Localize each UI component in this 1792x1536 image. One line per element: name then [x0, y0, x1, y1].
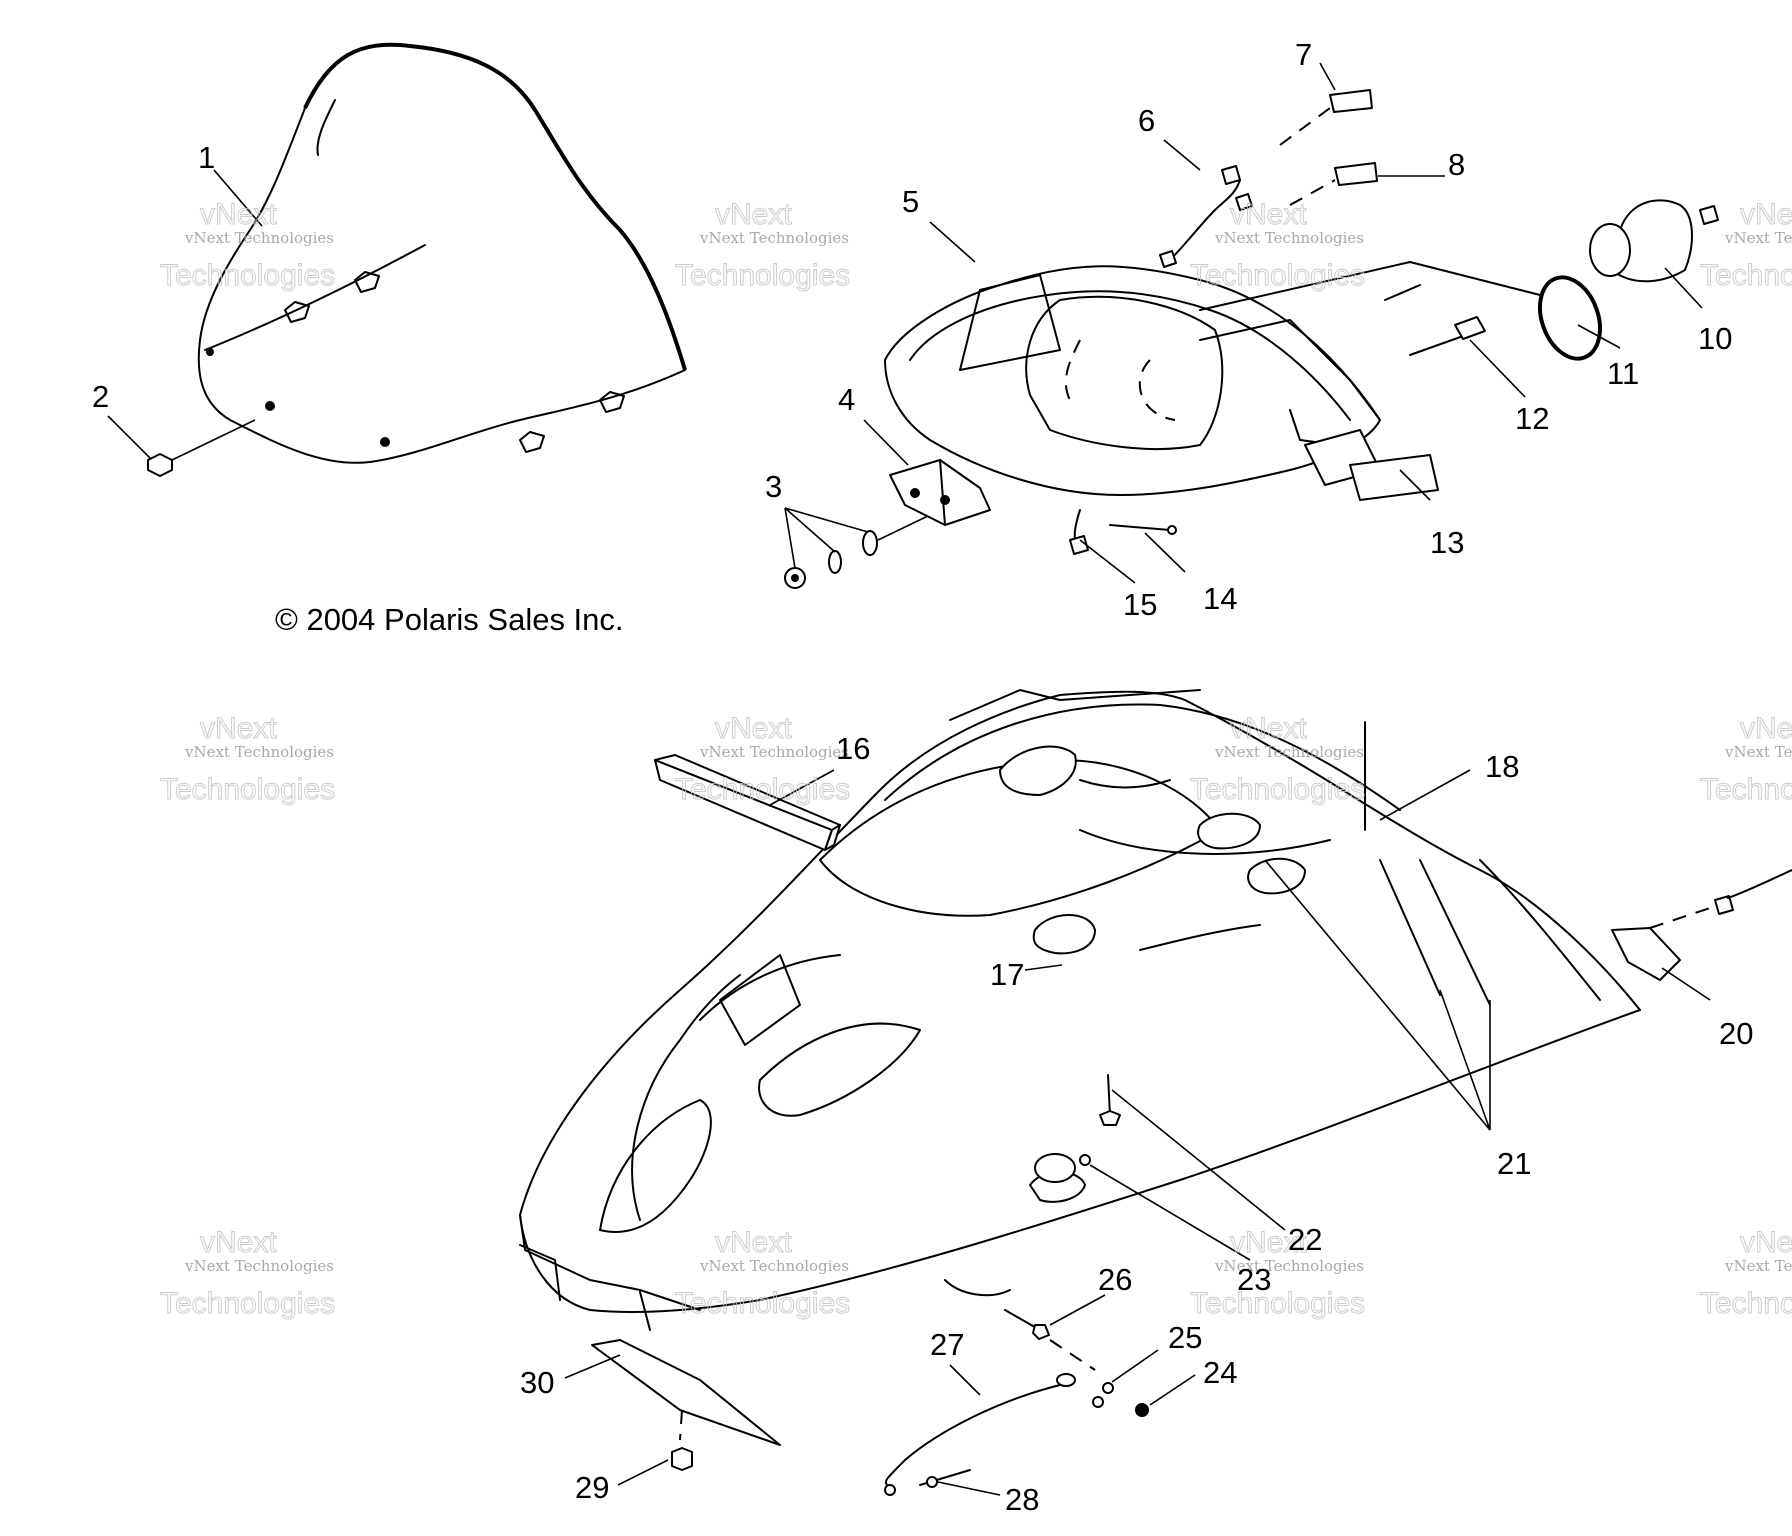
- callout-13: 13: [1430, 525, 1464, 560]
- hood-top-assembly: [884, 261, 1541, 555]
- watermark-text: vNext: [1230, 1226, 1307, 1259]
- callout-20: 20: [1719, 1016, 1753, 1051]
- leader-lines: [107, 62, 1711, 1496]
- callout-25: 25: [1168, 1320, 1202, 1355]
- watermark-text: vNext Technologies: [1724, 743, 1792, 761]
- cable-part-27: [884, 1373, 1076, 1496]
- watermark-text: vNext Technologies: [699, 229, 849, 247]
- watermark-text: vNext Technologies: [699, 743, 849, 761]
- clip-part-28: [919, 1469, 971, 1488]
- watermark-text: vNext Technologies: [184, 743, 334, 761]
- callout-17: 17: [990, 957, 1024, 992]
- callout-30: 30: [520, 1365, 554, 1400]
- watermarks: vNext Technologies vNext Technologies vN…: [160, 198, 1792, 1321]
- callout-28: 28: [1005, 1482, 1039, 1517]
- callout-labels: 1 2 3 4 5 6 7 8 10 11 12 13 14 15 16 17 …: [92, 37, 1753, 1517]
- callout-26: 26: [1098, 1262, 1132, 1297]
- watermark-text: Technologies: [1700, 259, 1792, 292]
- callout-8: 8: [1448, 147, 1465, 182]
- watermark-text: vNext Technologies: [699, 1257, 849, 1275]
- windshield: [197, 42, 687, 464]
- watermark-text: vNext: [1740, 1226, 1792, 1259]
- tie-part-14: [1109, 524, 1177, 535]
- watermark-text: Technologies: [1700, 1287, 1792, 1320]
- callout-21: 21: [1497, 1146, 1531, 1181]
- foam-part-13: [1349, 454, 1439, 501]
- callout-15: 15: [1123, 587, 1157, 622]
- callout-12: 12: [1515, 401, 1549, 436]
- callout-16: 16: [836, 731, 870, 766]
- lens-part-8: [1289, 162, 1378, 206]
- watermark-text: vNext: [200, 712, 277, 745]
- hardware-part-3: [784, 514, 931, 589]
- callout-2: 2: [92, 379, 109, 414]
- watermark-text: vNext Technologies: [184, 229, 334, 247]
- harness-part-6: [1159, 165, 1253, 268]
- callout-22: 22: [1288, 1222, 1322, 1257]
- screw-part-29: [671, 1409, 693, 1471]
- callout-5: 5: [902, 184, 919, 219]
- watermark-text: vNext Technologies: [1214, 743, 1364, 761]
- wire-part-12: [1409, 316, 1486, 356]
- watermark-text: vNext: [1230, 198, 1307, 231]
- bracket-part-20: [1611, 869, 1792, 981]
- foam-strip-part-16: [654, 754, 841, 851]
- watermark-text: Technologies: [160, 259, 335, 292]
- watermark-text: Technologies: [675, 259, 850, 292]
- callout-29: 29: [575, 1470, 609, 1505]
- gauge-part-10: [1589, 199, 1719, 283]
- bracket-part-4: [889, 459, 991, 526]
- watermark-text: Technologies: [675, 1287, 850, 1320]
- callout-27: 27: [930, 1327, 964, 1362]
- callout-4: 4: [838, 382, 855, 417]
- watermark-text: Technologies: [1190, 1287, 1365, 1320]
- watermark-text: vNext: [200, 1226, 277, 1259]
- watermark-text: vNext: [715, 198, 792, 231]
- plate-part-30: [591, 1339, 781, 1446]
- watermark-text: vNext: [1740, 198, 1792, 231]
- watermark-text: Technologies: [1190, 259, 1365, 292]
- callout-24: 24: [1203, 1355, 1237, 1390]
- screw-part-22: [1099, 1074, 1121, 1126]
- watermark-text: vNext: [715, 712, 792, 745]
- watermark-text: Technologies: [1700, 773, 1792, 806]
- clip-part-25: [1092, 1382, 1114, 1408]
- watermark-text: vNext Technologies: [1214, 229, 1364, 247]
- watermark-text: vNext: [1230, 712, 1307, 745]
- screw-part-2: [147, 419, 256, 477]
- callout-23: 23: [1237, 1262, 1271, 1297]
- grommet-part-23: [1034, 1153, 1091, 1183]
- callout-3: 3: [765, 469, 782, 504]
- watermark-text: vNext Technologies: [1724, 1257, 1792, 1275]
- callout-11: 11: [1607, 356, 1639, 391]
- watermark-text: Technologies: [675, 773, 850, 806]
- watermark-text: vNext: [200, 198, 277, 231]
- watermark-text: vNext Technologies: [184, 1257, 334, 1275]
- watermark-text: vNext Technologies: [1724, 229, 1792, 247]
- callout-14: 14: [1203, 581, 1237, 616]
- watermark-text: vNext: [1740, 712, 1792, 745]
- callout-18: 18: [1485, 749, 1519, 784]
- bolt-part-26: [1004, 1309, 1096, 1371]
- watermark-text: Technologies: [160, 1287, 335, 1320]
- watermark-text: Technologies: [160, 773, 335, 806]
- lens-part-7: [1279, 89, 1373, 146]
- callout-10: 10: [1698, 321, 1732, 356]
- nut-part-24: [1135, 1403, 1149, 1417]
- callout-7: 7: [1295, 37, 1312, 72]
- callout-1: 1: [198, 140, 215, 175]
- watermark-text: vNext: [715, 1226, 792, 1259]
- watermark-text: Technologies: [1190, 773, 1365, 806]
- watermark-text: vNext Technologies: [1214, 1257, 1364, 1275]
- ring-part-11: [1538, 275, 1602, 361]
- callout-6: 6: [1138, 103, 1155, 138]
- copyright-text: © 2004 Polaris Sales Inc.: [275, 602, 624, 637]
